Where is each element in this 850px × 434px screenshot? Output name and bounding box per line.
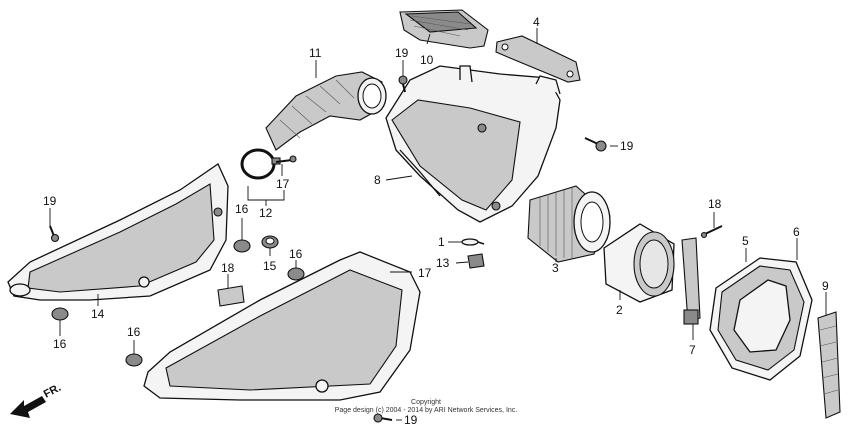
part-9-band [817, 311, 841, 419]
callout-20: 17 [276, 177, 290, 191]
part-21-screw [700, 225, 723, 239]
callout-4: 4 [533, 15, 540, 29]
callout-3: 3 [552, 261, 559, 275]
callout-14: 14 [91, 307, 105, 321]
callout-6: 6 [793, 225, 800, 239]
part-5-cover-inner [717, 265, 805, 371]
part-19-bolt-b [373, 413, 393, 423]
callout-2: 2 [616, 303, 623, 317]
part-7-strap [681, 237, 701, 325]
callout-labels: 10 4 11 19 8 19 1 13 3 2 18 5 6 9 7 17 1… [43, 15, 829, 427]
front-arrow-icon [10, 396, 46, 418]
part-15-grommet [261, 235, 279, 249]
part-16-grommet-c [51, 307, 69, 321]
callout-19a: 19 [43, 194, 57, 208]
part-10-intake-duct [399, 9, 489, 49]
front-direction-marker: FR. [10, 382, 63, 418]
part-11-connecting-tube [265, 71, 387, 151]
callout-8: 8 [374, 173, 381, 187]
part-1-pin [461, 238, 485, 246]
part-17-right-side-cover [143, 251, 421, 401]
copyright-line-1: Copyright [411, 399, 441, 406]
part-23-bolt [584, 137, 607, 152]
part-13-clip [467, 253, 485, 269]
callout-18: 18 [221, 261, 235, 275]
callout-9: 9 [822, 279, 829, 293]
callout-16b: 16 [289, 247, 303, 261]
callout-13: 13 [436, 256, 450, 270]
copyright-notice: Copyright Page design (c) 2004 - 2014 by… [335, 399, 518, 414]
leader-lines [49, 28, 827, 421]
callout-5: 5 [742, 234, 749, 248]
part-19-bolt-a [49, 225, 60, 243]
callout-16c: 16 [53, 337, 67, 351]
copyright-line-2: Page design (c) 2004 - 2014 by ARI Netwo… [335, 407, 518, 414]
part-18-label [217, 285, 245, 307]
callout-19b: 19 [404, 413, 418, 427]
callout-1: 1 [438, 235, 445, 249]
callout-17: 17 [418, 266, 432, 280]
callout-12: 12 [259, 206, 273, 220]
front-label: FR. [42, 382, 63, 401]
callout-16a: 16 [235, 202, 249, 216]
part-2-foam-element [603, 223, 675, 303]
callout-10: 10 [420, 53, 434, 67]
part-16-grommet-a [233, 239, 251, 253]
callout-15: 15 [263, 259, 277, 273]
part-8-air-cleaner-case [385, 65, 561, 223]
part-3-filter-element [527, 185, 611, 263]
callout-21: 18 [708, 197, 722, 211]
callout-22: 19 [395, 46, 409, 60]
part-16-grommet-d [125, 353, 143, 367]
part-16-grommet-b [287, 267, 305, 281]
part-14-left-side-cover [7, 163, 229, 301]
part-12-hose-clamp [240, 148, 281, 180]
part-4-bracket [495, 35, 581, 83]
callout-16d: 16 [127, 325, 141, 339]
callout-11: 11 [309, 46, 322, 60]
callout-7: 7 [689, 343, 696, 357]
part-20-screw [275, 155, 297, 163]
callout-23: 19 [620, 139, 634, 153]
